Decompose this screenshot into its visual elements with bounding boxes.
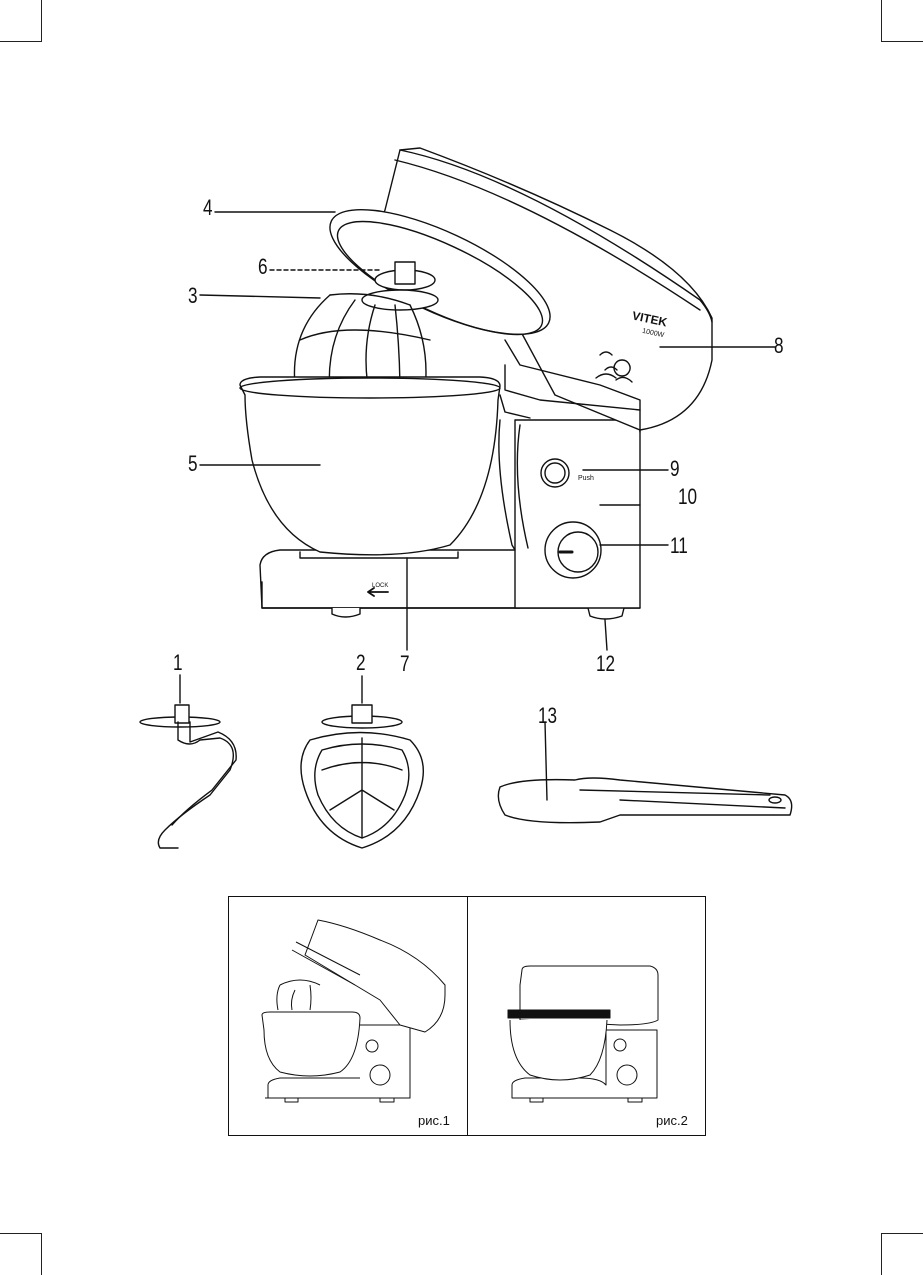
- crop-mark-bl-h: [0, 1233, 42, 1234]
- crop-mark-bl-v: [41, 1233, 42, 1275]
- callout-1: 1: [173, 650, 183, 675]
- crop-mark-br-v: [881, 1233, 882, 1275]
- callout-11: 11: [670, 533, 688, 558]
- figure-1-label: рис.1: [418, 1113, 450, 1128]
- flat-beater: [300, 675, 424, 849]
- crop-mark-br-h: [881, 1233, 923, 1234]
- callout-2: 2: [356, 650, 366, 675]
- speed-knob: [544, 521, 602, 579]
- callout-8: 8: [774, 333, 784, 358]
- crop-mark-tr-v: [881, 0, 882, 42]
- callout-3: 3: [188, 283, 198, 308]
- figures-frame: [228, 896, 706, 1136]
- frame-divider: [467, 897, 468, 1135]
- callout-9: 9: [670, 456, 680, 481]
- foot-right: [587, 607, 625, 620]
- callout-5: 5: [188, 451, 198, 476]
- callout-4: 4: [203, 195, 213, 220]
- crop-mark-tl-h: [0, 41, 42, 42]
- bowl: [239, 376, 501, 556]
- foot-left: [331, 607, 361, 618]
- callout-12: 12: [596, 651, 616, 676]
- figure-2-label: рис.2: [656, 1113, 688, 1128]
- callout-13: 13: [538, 703, 558, 728]
- push-label: Push: [578, 475, 594, 482]
- dough-hook: [139, 674, 237, 849]
- callout-6: 6: [258, 254, 268, 279]
- callout-10: 10: [678, 484, 698, 509]
- lock-label: LOCK: [372, 583, 389, 589]
- crop-mark-tl-v: [41, 0, 42, 42]
- callout-7: 7: [400, 651, 410, 676]
- spatula: [497, 721, 793, 824]
- crop-mark-tr-h: [881, 41, 923, 42]
